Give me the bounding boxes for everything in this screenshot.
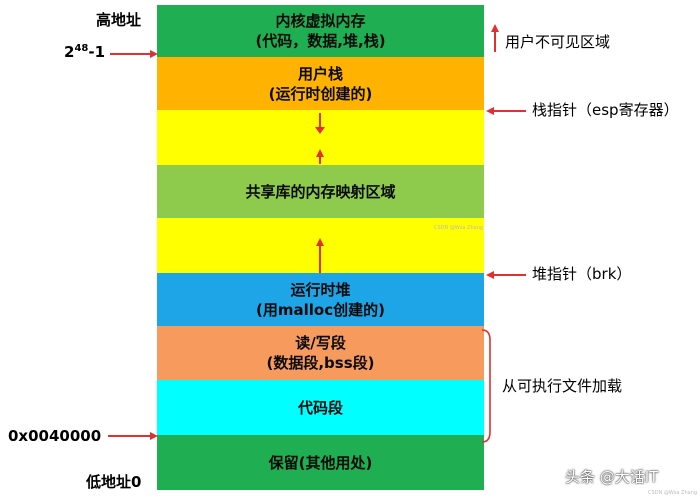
user-invisible-region-label: 用户不可见区域	[505, 33, 611, 51]
executable-load-bracket	[481, 329, 491, 443]
segment-shared-library-mmap: 共享库的内存映射区域	[157, 165, 484, 218]
watermark-text: 头条 @大话IT	[565, 468, 659, 486]
segment-subtitle: (数据段,bss段)	[266, 354, 375, 372]
segment-title: 内核虚拟内存	[275, 12, 366, 30]
stack-grow-arrow-shaft-2	[319, 156, 321, 164]
segment-reserved: 保留(其他用处)	[157, 435, 484, 490]
segment-user-stack: 用户栈 (运行时创建的)	[157, 57, 484, 110]
user-invisible-arrow-shaft	[494, 32, 496, 52]
watermark-tiny-bottom: CSDN @Wsa Zhang	[648, 490, 698, 496]
heap-pointer-arrow-line	[494, 274, 526, 276]
heap-pointer-arrow-head	[486, 271, 494, 279]
heap-grow-arrow-head	[316, 238, 324, 246]
segment-runtime-heap: 运行时堆 (用malloc创建的)	[157, 273, 484, 326]
top-user-address-base: 2	[64, 43, 75, 61]
user-invisible-arrow-head	[491, 24, 499, 32]
segment-title: 读/写段	[295, 334, 346, 352]
segment-subtitle: (用malloc创建的)	[256, 300, 385, 319]
segment-title: 共享库的内存映射区域	[245, 182, 396, 201]
stack-grow-arrow-head-1	[315, 127, 325, 134]
low-address-label: 低地址0	[86, 473, 142, 491]
top-user-address-exponent: 48	[74, 43, 89, 54]
stack-pointer-arrow-head	[486, 107, 494, 115]
stack-pointer-label: 栈指针（esp寄存器）	[532, 101, 679, 119]
segment-title: 代码段	[297, 398, 343, 417]
segment-read-write: 读/写段 (数据段,bss段)	[157, 326, 484, 380]
segment-title: 用户栈	[297, 64, 343, 83]
segment-title: 运行时堆	[290, 280, 351, 299]
segment-title: 保留(其他用处)	[268, 453, 373, 472]
top-user-address-label: 248-1	[64, 43, 105, 61]
load-from-executable-label: 从可执行文件加载	[502, 377, 623, 395]
stack-grow-arrow-shaft-1	[319, 113, 321, 127]
segment-subtitle: (运行时创建的)	[268, 84, 373, 103]
high-address-label: 高地址	[96, 11, 142, 29]
segment-kernel-virtual-memory: 内核虚拟内存 (代码，数据,堆,栈)	[157, 5, 484, 57]
top-user-address-arrow-line	[110, 53, 150, 55]
heap-pointer-label: 堆指针（brk）	[532, 265, 632, 283]
code-start-address-arrow-head	[150, 432, 158, 440]
top-user-address-arrow-head	[150, 50, 158, 58]
segment-subtitle: (代码，数据,堆,栈)	[255, 32, 386, 50]
heap-grow-arrow-shaft	[319, 245, 321, 273]
code-start-address-arrow-line	[108, 435, 150, 437]
watermark-tiny-top: CSDN @Wsa Zhang	[434, 225, 484, 231]
stack-grow-arrow-head-2	[316, 149, 324, 157]
segment-code: 代码段	[157, 380, 484, 435]
top-user-address-suffix: -1	[88, 43, 106, 61]
stack-pointer-arrow-line	[494, 110, 526, 112]
code-start-address-label: 0x0040000	[8, 427, 102, 445]
